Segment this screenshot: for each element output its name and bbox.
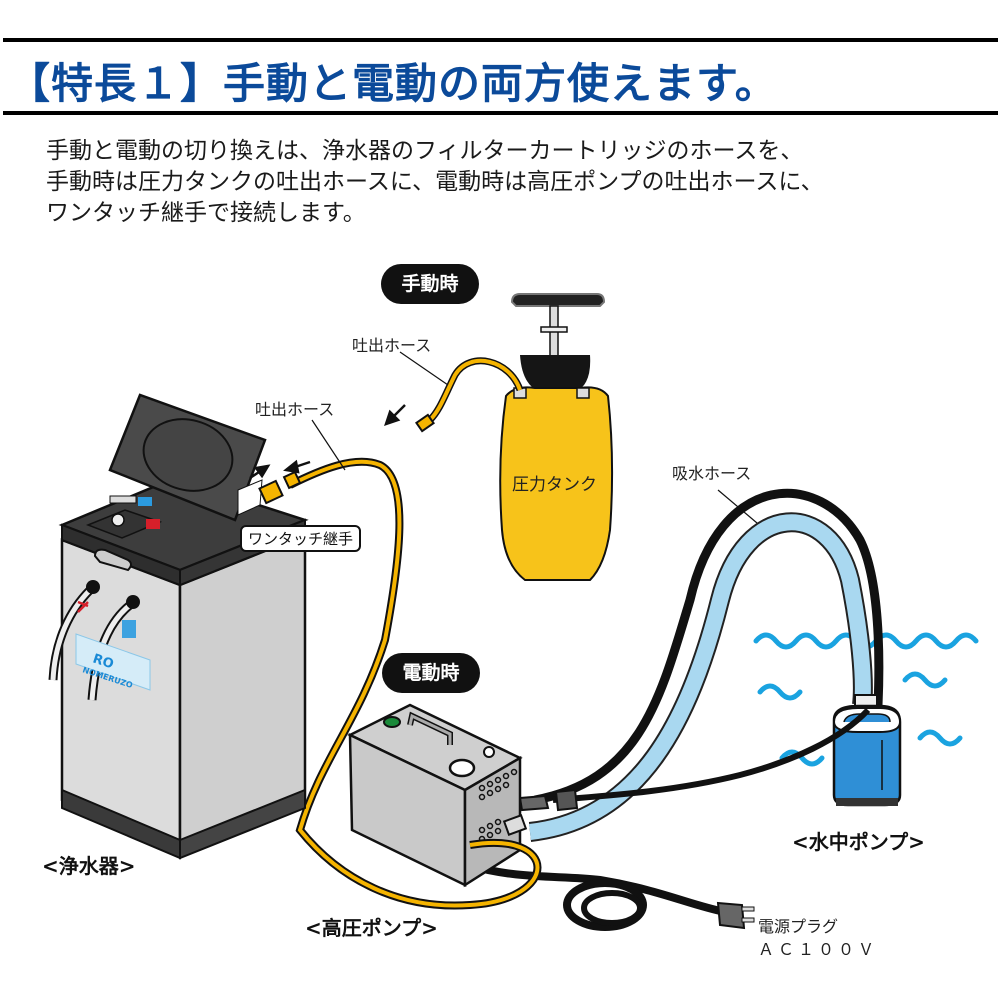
power-plug-label: 電源プラグ	[758, 917, 839, 936]
tank-discharge-hose-label: 吐出ホース	[352, 336, 432, 355]
pressure-tank-illustration	[499, 293, 614, 581]
one-touch-coupling-illustration	[237, 470, 302, 516]
suction-hose-illustration	[528, 488, 884, 842]
pump-power-cable	[518, 707, 871, 812]
purifier-logo-ro: RO	[91, 652, 116, 673]
power-voltage-label: ＡＣ１００Ｖ	[758, 940, 879, 959]
electric-mode-badge: 電動時	[382, 653, 480, 693]
pump-discharge-hose	[288, 457, 542, 910]
top-rule	[3, 38, 998, 42]
purifier-discharge-hose-label: 吐出ホース	[255, 400, 335, 419]
submersible-pump-caption: <水中ポンプ>	[792, 830, 925, 854]
leader-lines	[311, 351, 758, 524]
tank-discharge-hose	[415, 357, 524, 433]
pressure-tank-label: 圧力タンク	[512, 475, 597, 495]
high-pressure-pump-caption: <高圧ポンプ>	[305, 916, 438, 940]
high-pressure-pump-illustration	[347, 703, 528, 888]
intro-line-3: ワンタッチ継手で接続します。	[46, 200, 366, 226]
page-heading: 【特長１】手動と電動の両方使えます。	[8, 59, 778, 108]
power-cord-illustration	[466, 861, 726, 931]
intro-paragraph: 手動と電動の切り換えは、浄水器のフィルターカートリッジのホースを、 手動時は圧力…	[46, 136, 824, 229]
power-plug-icon	[716, 901, 755, 930]
suction-hose-label: 吸水ホース	[672, 464, 752, 483]
water-purifier-illustration: RO NOMERUZO	[48, 393, 309, 860]
manual-mode-badge: 手動時	[381, 264, 479, 304]
one-touch-coupling-label: ワンタッチ継手	[240, 525, 362, 552]
heading-bottom-rule	[3, 111, 998, 115]
purifier-caption: <浄水器>	[42, 854, 136, 878]
arrow-icon	[249, 404, 406, 480]
intro-line-1: 手動と電動の切り換えは、浄水器のフィルターカートリッジのホースを、	[46, 138, 804, 164]
intro-line-2: 手動時は圧力タンクの吐出ホースに、電動時は高圧ポンプの吐出ホースに、	[46, 169, 824, 195]
